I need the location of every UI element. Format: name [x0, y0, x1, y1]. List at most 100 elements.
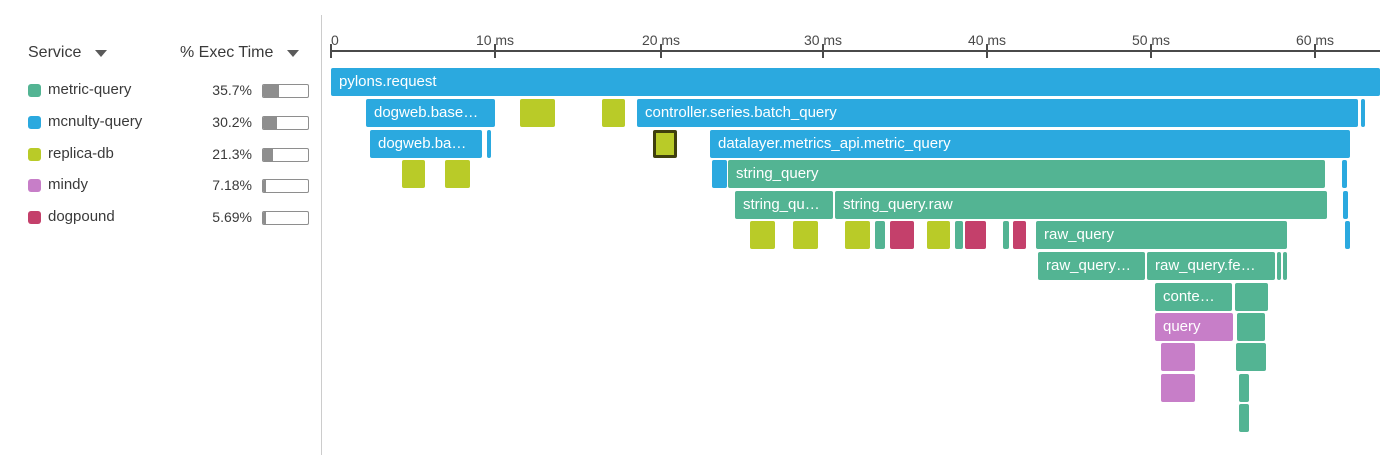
service-color-swatch — [28, 115, 41, 129]
span-datalayer.metrics_api.metric_query[interactable]: datalayer.metrics_api.metric_query — [710, 130, 1350, 158]
span-metric-query[interactable] — [1239, 404, 1249, 432]
span-conte[interactable]: conte… — [1155, 283, 1232, 311]
exec-time-meter — [262, 179, 309, 194]
span-replica-db[interactable] — [927, 221, 950, 249]
exec-time-percent: 30.2% — [212, 113, 252, 130]
ruler-tick-label: 10 ms — [475, 32, 515, 48]
span-dogweb.ba[interactable]: dogweb.ba… — [370, 130, 482, 158]
chevron-down-icon — [95, 49, 108, 57]
span-mcnulty-query[interactable] — [1343, 191, 1348, 219]
span-metric-query[interactable] — [1283, 252, 1287, 280]
span-metric-query[interactable] — [1236, 343, 1266, 371]
service-column-header[interactable]: Service — [28, 44, 108, 62]
ruler-tick — [330, 44, 332, 58]
exec-time-percent: 7.18% — [212, 177, 252, 194]
span-label: pylons.request — [339, 73, 437, 90]
exec-time-meter — [262, 147, 309, 162]
span-dogpound[interactable] — [965, 221, 986, 249]
span-metric-query[interactable] — [875, 221, 885, 249]
ruler-tick-label: 0 — [331, 32, 339, 48]
exec-time-meter — [262, 115, 309, 130]
span-metric-query[interactable] — [1277, 252, 1281, 280]
span-raw_query.fe[interactable]: raw_query.fe… — [1147, 252, 1275, 280]
ruler-tick — [1314, 44, 1316, 58]
service-name: mcnulty-query — [48, 112, 143, 130]
span-pylons.request[interactable]: pylons.request — [331, 68, 1380, 96]
span-dogweb.base[interactable]: dogweb.base… — [366, 99, 495, 127]
ruler-tick — [494, 44, 496, 58]
span-dogpound[interactable] — [890, 221, 914, 249]
service-color-swatch — [28, 147, 41, 161]
ruler-tick-label: 50 ms — [1131, 32, 1171, 48]
exec-time-meter — [262, 84, 309, 98]
span-mcnulty-query[interactable] — [1361, 99, 1365, 127]
exec-time-percent: 5.69% — [212, 209, 252, 226]
span-mcnulty-query[interactable] — [1345, 221, 1350, 249]
span-label: dogweb.ba… — [378, 135, 467, 152]
span-label: conte… — [1163, 288, 1215, 305]
time-ruler-line — [331, 50, 1380, 52]
span-mindy[interactable] — [1161, 374, 1195, 402]
span-mcnulty-query[interactable] — [1342, 160, 1347, 188]
ruler-tick-label: 60 ms — [1295, 32, 1335, 48]
span-label: datalayer.metrics_api.metric_query — [718, 135, 951, 152]
service-name: replica-db — [48, 144, 114, 162]
chevron-down-icon — [287, 49, 300, 57]
exec-time-percent: 35.7% — [212, 82, 252, 98]
ruler-tick-label: 20 ms — [641, 32, 681, 48]
exec-time-meter-fill — [263, 116, 277, 129]
span-replica-db[interactable] — [750, 221, 775, 249]
span-mcnulty-query[interactable] — [487, 130, 491, 158]
span-raw_query[interactable]: raw_query… — [1038, 252, 1145, 280]
ruler-tick — [822, 44, 824, 58]
span-metric-query[interactable] — [1003, 221, 1009, 249]
span-metric-query[interactable] — [1237, 313, 1265, 341]
span-replica-db[interactable] — [402, 160, 425, 188]
span-string_query.raw[interactable]: string_query.raw — [835, 191, 1327, 219]
exec-time-meter — [262, 211, 309, 226]
span-label: string_query.raw — [843, 196, 953, 213]
span-string_query[interactable]: string_query — [728, 160, 1325, 188]
span-label: controller.series.batch_query — [645, 104, 837, 121]
legend-row-mcnulty-query[interactable]: mcnulty-query 30.2% — [0, 107, 321, 139]
legend-row-dogpound[interactable]: dogpound 5.69% — [0, 202, 321, 234]
span-label: string_query — [736, 165, 819, 182]
span-dogpound[interactable] — [1013, 221, 1026, 249]
exec-time-column-header[interactable]: % Exec Time — [180, 44, 300, 62]
service-color-swatch — [28, 179, 41, 193]
span-mindy[interactable] — [1161, 343, 1195, 371]
span-label: string_qu… — [743, 196, 820, 213]
service-color-swatch — [28, 211, 41, 225]
service-header-label: Service — [28, 44, 82, 61]
span-replica-db[interactable] — [602, 99, 625, 127]
ruler-tick — [986, 44, 988, 58]
span-replica-db[interactable] — [845, 221, 870, 249]
span-label: raw_query — [1044, 226, 1115, 243]
span-replica-db[interactable] — [520, 99, 555, 127]
ruler-tick-label: 30 ms — [803, 32, 843, 48]
span-controller.series.batch_query[interactable]: controller.series.batch_query — [637, 99, 1358, 127]
span-raw_query[interactable]: raw_query — [1036, 221, 1287, 249]
span-replica-db[interactable] — [793, 221, 818, 249]
service-name: dogpound — [48, 208, 115, 226]
span-query[interactable]: query — [1155, 313, 1233, 341]
span-replica-db[interactable] — [445, 160, 470, 188]
service-color-swatch — [28, 84, 41, 97]
span-label: raw_query.fe… — [1155, 257, 1256, 274]
span-metric-query[interactable] — [1239, 374, 1249, 402]
span-replica-db[interactable] — [653, 130, 677, 158]
span-label: raw_query… — [1046, 257, 1132, 274]
exec-time-meter-fill — [263, 212, 266, 225]
span-metric-query[interactable] — [1235, 283, 1268, 311]
span-label: query — [1163, 318, 1201, 335]
span-metric-query[interactable] — [955, 221, 963, 249]
ruler-tick — [1150, 44, 1152, 58]
span-mcnulty-query[interactable] — [712, 160, 727, 188]
span-string_qu[interactable]: string_qu… — [735, 191, 833, 219]
